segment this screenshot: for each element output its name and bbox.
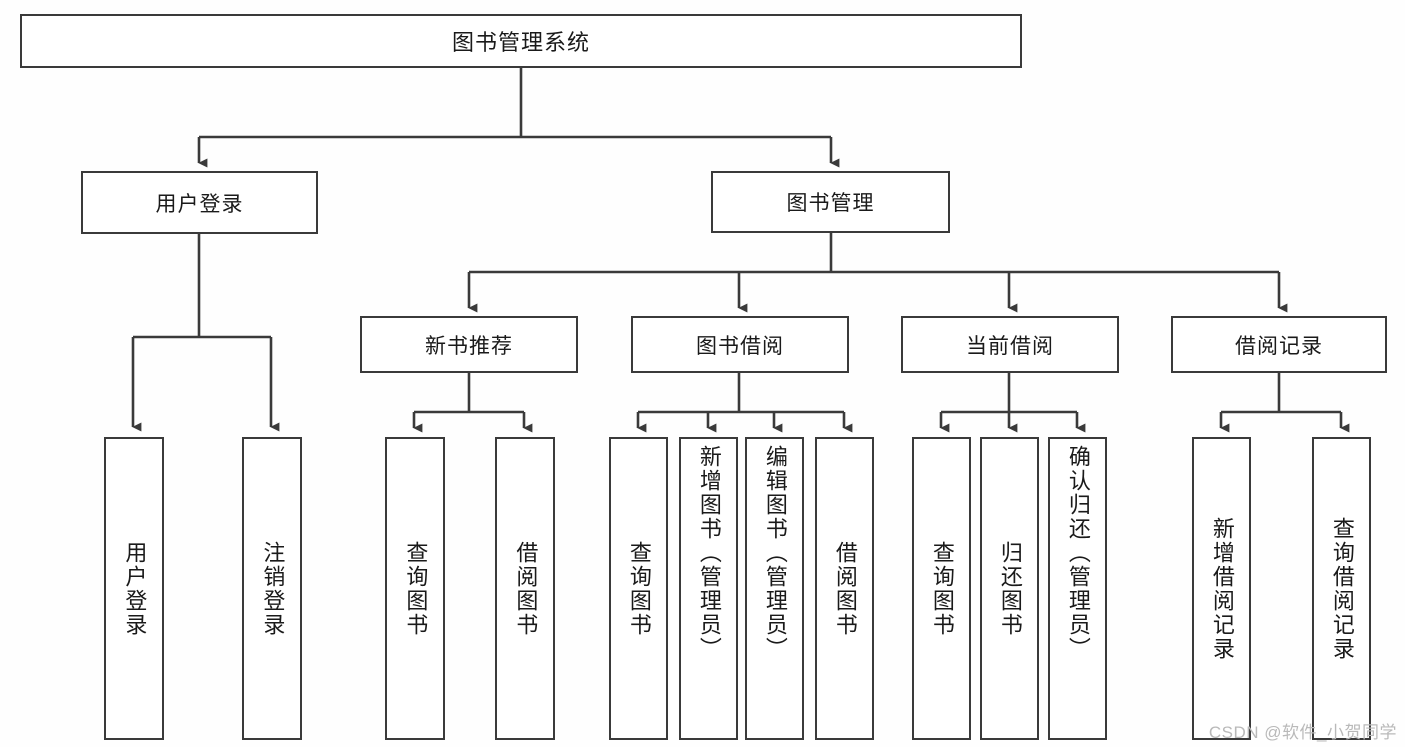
- leaf-borrow-borrow-book[interactable]: 借阅图书: [815, 437, 874, 740]
- node-label: 查询图书: [929, 540, 955, 637]
- node-label: 查询图书: [403, 540, 429, 637]
- node-borrow-record[interactable]: 借阅记录: [1171, 316, 1387, 373]
- node-label: 新增借阅记录: [1209, 516, 1235, 661]
- leaf-text-wrap: 查询借阅记录: [1314, 439, 1369, 738]
- leaf-user-logout[interactable]: 注销登录: [242, 437, 302, 740]
- leaf-text-wrap: 归还图书: [982, 439, 1037, 738]
- node-label: 图书借阅: [696, 334, 784, 358]
- node-user-login[interactable]: 用户登录: [81, 171, 318, 234]
- leaf-text-wrap: 新增图书（管理员）: [681, 439, 736, 738]
- leaf-user-login[interactable]: 用户登录: [104, 437, 164, 740]
- node-label: 注销登录: [260, 540, 286, 637]
- leaf-text-wrap: 查询图书: [914, 439, 969, 738]
- node-label: 当前借阅: [966, 334, 1054, 358]
- leaf-borrow-edit-book-admin[interactable]: 编辑图书（管理员）: [745, 437, 804, 740]
- node-label: 归还图书: [997, 540, 1023, 637]
- node-label: 用户登录: [122, 540, 148, 637]
- leaf-text-wrap: 查询图书: [387, 439, 443, 738]
- node-book-management[interactable]: 图书管理: [711, 171, 950, 233]
- leaf-text-wrap: 新增借阅记录: [1194, 439, 1249, 738]
- leaf-record-query-borrow-record[interactable]: 查询借阅记录: [1312, 437, 1371, 740]
- leaf-text-wrap: 编辑图书（管理员）: [747, 439, 802, 738]
- node-label: 确认归还（管理员）: [1065, 445, 1091, 661]
- leaf-text-wrap: 借阅图书: [497, 439, 553, 738]
- leaf-recommend-query-book[interactable]: 查询图书: [385, 437, 445, 740]
- node-label: 借阅记录: [1235, 334, 1323, 358]
- node-label: 查询借阅记录: [1329, 516, 1355, 661]
- node-label: 借阅图书: [513, 540, 539, 637]
- leaf-borrow-query-book[interactable]: 查询图书: [609, 437, 668, 740]
- node-label: 新增图书（管理员）: [696, 445, 722, 661]
- leaf-current-query-book[interactable]: 查询图书: [912, 437, 971, 740]
- leaf-text-wrap: 借阅图书: [817, 439, 872, 738]
- node-label: 图书管理系统: [451, 30, 590, 55]
- node-label: 编辑图书（管理员）: [762, 445, 788, 661]
- leaf-text-wrap: 查询图书: [611, 439, 666, 738]
- node-book-borrow[interactable]: 图书借阅: [631, 316, 849, 373]
- node-new-book-recommend[interactable]: 新书推荐: [360, 316, 578, 373]
- node-label: 查询图书: [626, 540, 652, 637]
- node-root-system[interactable]: 图书管理系统: [20, 14, 1022, 68]
- watermark-text: CSDN @软件_小贺同学: [1208, 723, 1397, 742]
- leaf-text-wrap: 确认归还（管理员）: [1050, 439, 1105, 738]
- leaf-text-wrap: 用户登录: [106, 439, 162, 738]
- leaf-current-confirm-return-admin[interactable]: 确认归还（管理员）: [1048, 437, 1107, 740]
- leaf-recommend-borrow-book[interactable]: 借阅图书: [495, 437, 555, 740]
- node-label: 新书推荐: [425, 334, 513, 358]
- leaf-borrow-add-book-admin[interactable]: 新增图书（管理员）: [679, 437, 738, 740]
- node-label: 图书管理: [786, 192, 875, 215]
- leaf-record-add-borrow-record[interactable]: 新增借阅记录: [1192, 437, 1251, 740]
- leaf-current-return-book[interactable]: 归还图书: [980, 437, 1039, 740]
- node-current-borrow[interactable]: 当前借阅: [901, 316, 1119, 373]
- node-label: 用户登录: [155, 192, 244, 216]
- node-label: 借阅图书: [832, 540, 858, 637]
- leaf-text-wrap: 注销登录: [244, 439, 300, 738]
